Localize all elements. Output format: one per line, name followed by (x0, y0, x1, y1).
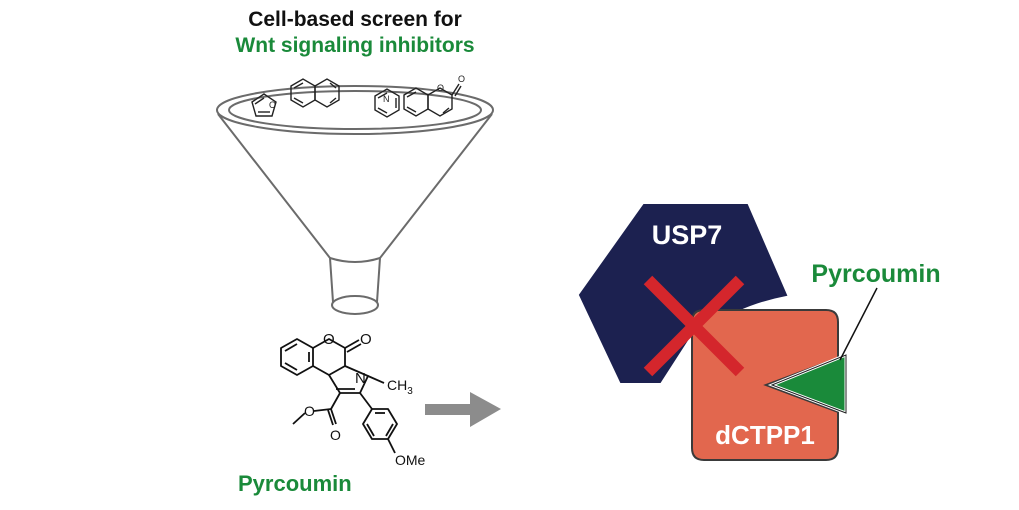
methyl-group: CH3 (387, 377, 413, 397)
svg-text:N: N (383, 94, 390, 104)
methoxy-label: OMe (395, 452, 426, 468)
funnel-rim-outer (216, 85, 494, 135)
svg-text:O: O (458, 74, 465, 84)
n-methyl-nitrogen: N (355, 370, 366, 387)
usp7-protein (578, 204, 788, 383)
pyrcoumin-structure (280, 338, 398, 454)
usp7-label: USP7 (652, 220, 723, 250)
funnel-rim-inner (228, 90, 482, 130)
naphthalene-molecule (290, 78, 340, 108)
compound-library: O N O O (251, 74, 465, 118)
funnel-spout (331, 295, 379, 315)
svg-text:O: O (269, 100, 276, 110)
header-line1: Cell-based screen for (248, 8, 462, 31)
ligand-label: Pyrcoumin (811, 260, 940, 288)
screening-funnel (216, 85, 494, 315)
protein-complex: USP7 dCTPP1 Pyrcoumin (578, 204, 941, 461)
process-arrow (425, 392, 501, 427)
ligand-pointer-line (839, 287, 878, 361)
lactone-ring-oxygen: O (323, 331, 335, 348)
pyrcoumin-atom-labels: O O N CH3 O O OMe (304, 331, 426, 468)
dctpp1-label: dCTPP1 (715, 420, 815, 450)
furan-molecule: O (251, 93, 277, 117)
ester-carbonyl-oxygen: O (330, 427, 341, 443)
header-line2: Wnt signaling inhibitors (235, 34, 474, 57)
ester-oxygen: O (304, 403, 315, 419)
pyridine-molecule: N (374, 88, 400, 118)
svg-text:O: O (437, 83, 444, 93)
pyrcoumin-name: Pyrcoumin (238, 471, 352, 496)
carbonyl-oxygen: O (360, 331, 372, 348)
inhibition-cross (643, 275, 745, 377)
coumarin-molecule: O O (403, 74, 465, 117)
funnel-cone (217, 113, 493, 303)
funnel-stem-neck (329, 257, 381, 263)
